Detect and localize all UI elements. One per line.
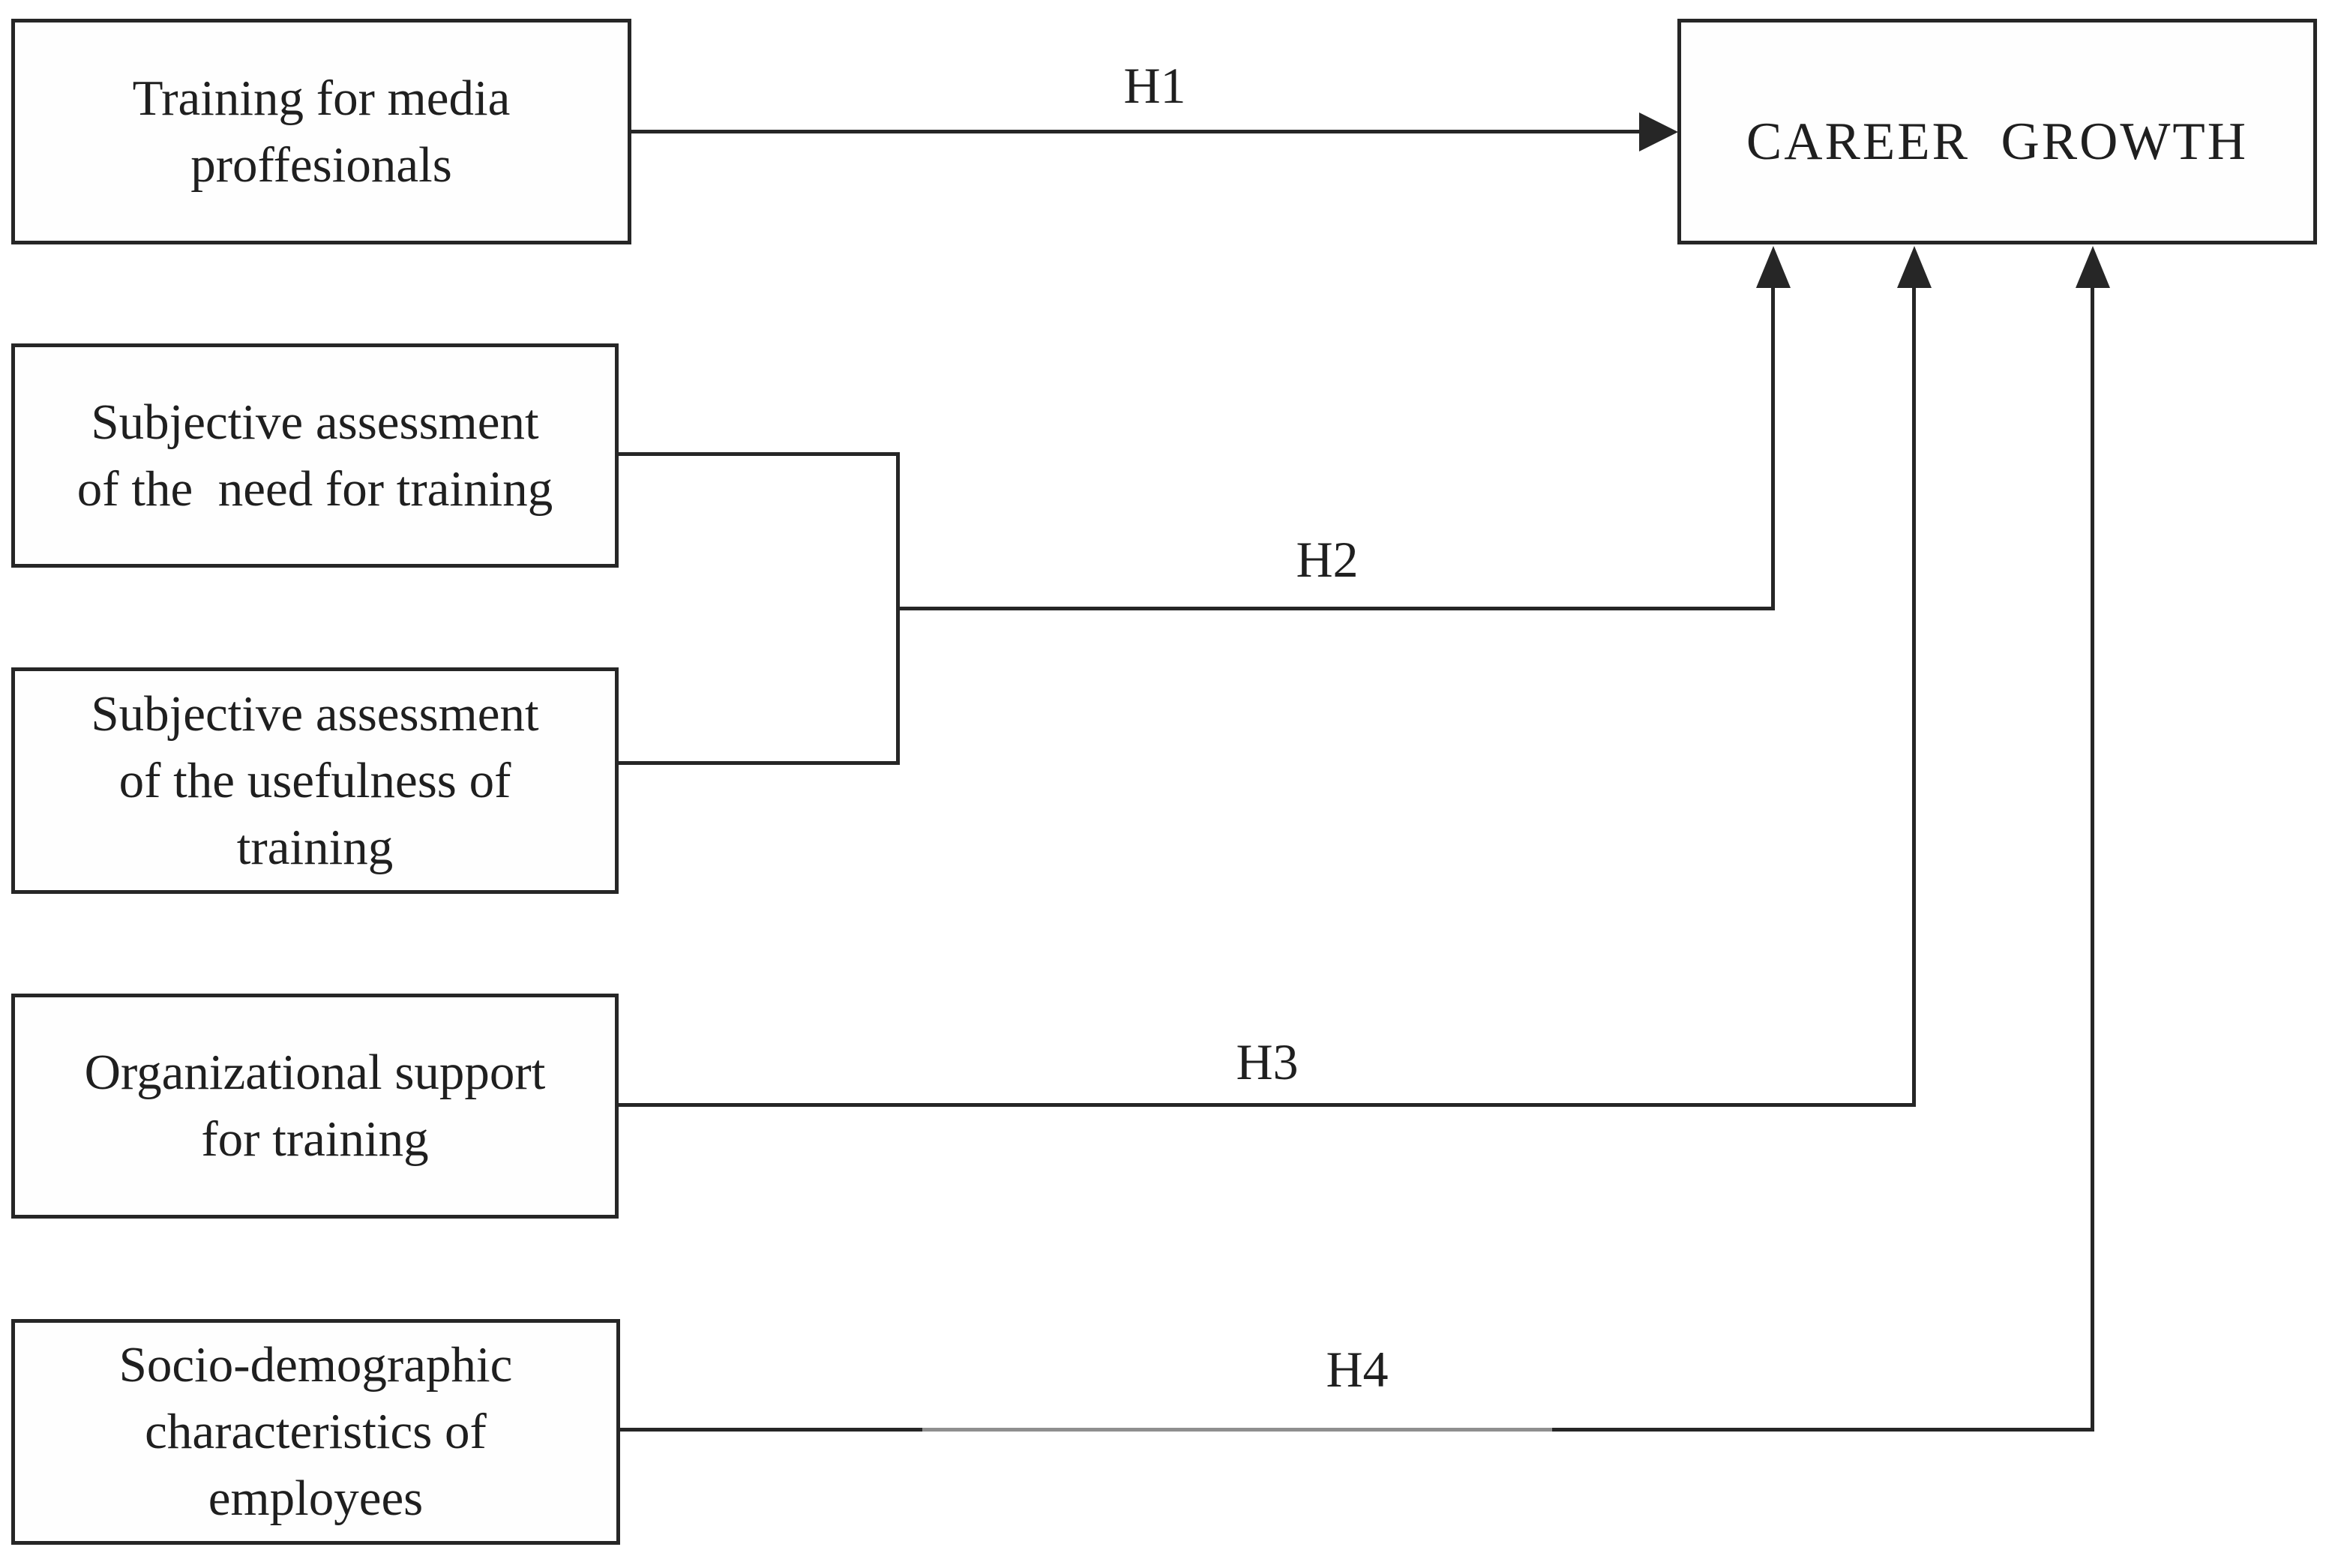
box-training-for-media-professionals: Training for media proffesionals bbox=[11, 19, 631, 244]
h4-label: H4 bbox=[1326, 1341, 1389, 1398]
h2-bracket-top-line bbox=[619, 452, 900, 456]
h2-connector-line bbox=[896, 607, 1775, 610]
h2-riser-line bbox=[1771, 286, 1775, 610]
box-socio-demo-label: Socio-demographic characteristics of emp… bbox=[118, 1337, 513, 1526]
box-need-label: Subjective assessment of the need for tr… bbox=[76, 394, 553, 517]
box-usefulness-label: Subjective assessment of the usefulness … bbox=[91, 685, 539, 875]
h2-arrowhead-up-icon bbox=[1756, 246, 1791, 288]
h1-arrowhead-right-icon bbox=[1639, 112, 1678, 151]
box-career-growth: CAREER GROWTH bbox=[1677, 19, 2317, 244]
box-career-growth-label: CAREER GROWTH bbox=[1746, 112, 2249, 171]
box-org-support-label: Organizational support for training bbox=[84, 1045, 546, 1167]
h3-riser-line bbox=[1912, 286, 1916, 1107]
h1-label: H1 bbox=[1123, 57, 1186, 114]
h4-arrowhead-up-icon bbox=[2076, 246, 2110, 288]
h3-label: H3 bbox=[1236, 1033, 1299, 1090]
h2-bracket-bottom-line bbox=[619, 761, 900, 765]
h3-arrowhead-up-icon bbox=[1897, 246, 1932, 288]
h4-riser-line bbox=[2091, 286, 2094, 1432]
box-organizational-support: Organizational support for training bbox=[11, 994, 619, 1219]
box-training-label: Training for media proffesionals bbox=[132, 70, 511, 193]
h4-line-faded-segment bbox=[922, 1428, 1552, 1432]
box-subjective-assessment-need: Subjective assessment of the need for tr… bbox=[11, 343, 619, 568]
h3-connector-line bbox=[619, 1103, 1916, 1107]
box-socio-demographic-characteristics: Socio-demographic characteristics of emp… bbox=[11, 1319, 620, 1545]
h2-label: H2 bbox=[1296, 531, 1359, 588]
h1-connector-line bbox=[631, 130, 1645, 133]
box-subjective-assessment-usefulness: Subjective assessment of the usefulness … bbox=[11, 667, 619, 894]
